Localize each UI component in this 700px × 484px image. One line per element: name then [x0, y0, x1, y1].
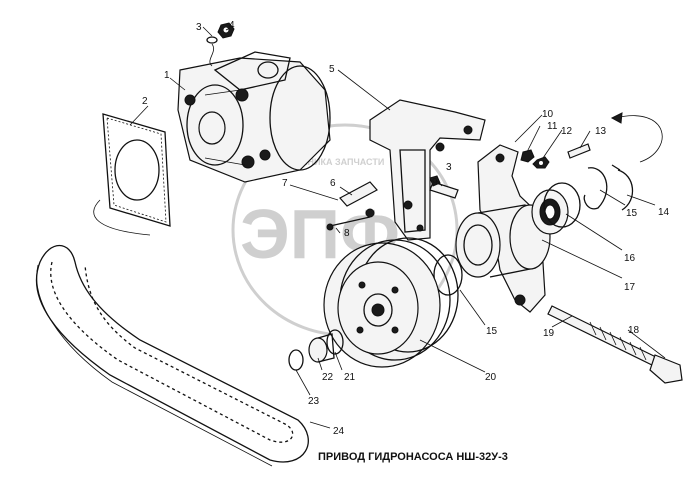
assembly-arrow: [610, 112, 663, 163]
retaining-ring-part-15-upper: [583, 167, 608, 210]
callout-6: 6: [330, 178, 336, 189]
bolt-part-9: [429, 175, 459, 199]
nut-part-4: [217, 22, 235, 39]
bolt-part-13: [567, 143, 591, 159]
bearing-housing-part-17: [455, 204, 551, 278]
callout-3: 3: [196, 22, 202, 33]
bushing-part-22: [308, 333, 335, 363]
callout-13: 13: [595, 126, 607, 137]
belt-part-24: [35, 245, 309, 467]
callout-23: 23: [308, 396, 320, 407]
nut-part-11: [520, 149, 535, 163]
nut-part-18: [649, 354, 683, 384]
callout-10: 10: [542, 109, 554, 120]
callout-5: 5: [329, 64, 335, 75]
callout-9: 9: [432, 177, 438, 188]
callout-2: 2: [142, 96, 148, 107]
callout-4: 4: [229, 20, 235, 31]
gasket-part-2: [93, 113, 171, 236]
adjusting-bolt-part-19: [547, 305, 663, 369]
callout-3-lower: 3: [446, 162, 452, 173]
nut-part-12: [532, 156, 550, 169]
leader-lines: [129, 26, 666, 429]
callout-11: 11: [547, 121, 558, 132]
snap-ring-part-23: [288, 349, 304, 371]
callout-18: 18: [628, 325, 640, 336]
callout-24: 24: [333, 426, 345, 437]
callout-7: 7: [282, 178, 288, 189]
callout-14: 14: [658, 207, 670, 218]
callout-1: 1: [164, 70, 170, 81]
pulley-part-20: [323, 237, 459, 368]
pump-part-1: [177, 51, 331, 183]
bearing-part-16: [531, 182, 581, 235]
callout-17: 17: [624, 282, 636, 293]
callout-22: 22: [322, 372, 334, 383]
callout-15-upper: 15: [626, 208, 638, 219]
screw-part-8: [326, 216, 371, 231]
callout-20: 20: [485, 372, 497, 383]
callout-labels: 1 2 3 4 5 6 7 8 9 10 11 12 13 14 15 15 1…: [142, 20, 670, 437]
key-part-6: [339, 181, 378, 207]
retaining-ring-part-14: [611, 164, 634, 211]
diagram-caption: ПРИВОД ГИДРОНАСОСА НШ-32У-3: [318, 451, 508, 463]
bolt-part-3-lower: [365, 208, 375, 218]
callout-16: 16: [624, 253, 636, 264]
bracket-part-5: [369, 99, 486, 241]
watermark-tagline: ТЕХНИКА ЗАПЧАСТИ: [290, 157, 384, 167]
retaining-ring-part-15-lower: [433, 254, 463, 296]
callout-15-lower: 15: [486, 326, 498, 337]
washer-part-21: [326, 329, 344, 355]
callout-19: 19: [543, 328, 555, 339]
washer-part-3: [206, 36, 218, 67]
callout-21: 21: [344, 372, 356, 383]
callout-8: 8: [344, 228, 350, 239]
callout-12: 12: [561, 126, 573, 137]
